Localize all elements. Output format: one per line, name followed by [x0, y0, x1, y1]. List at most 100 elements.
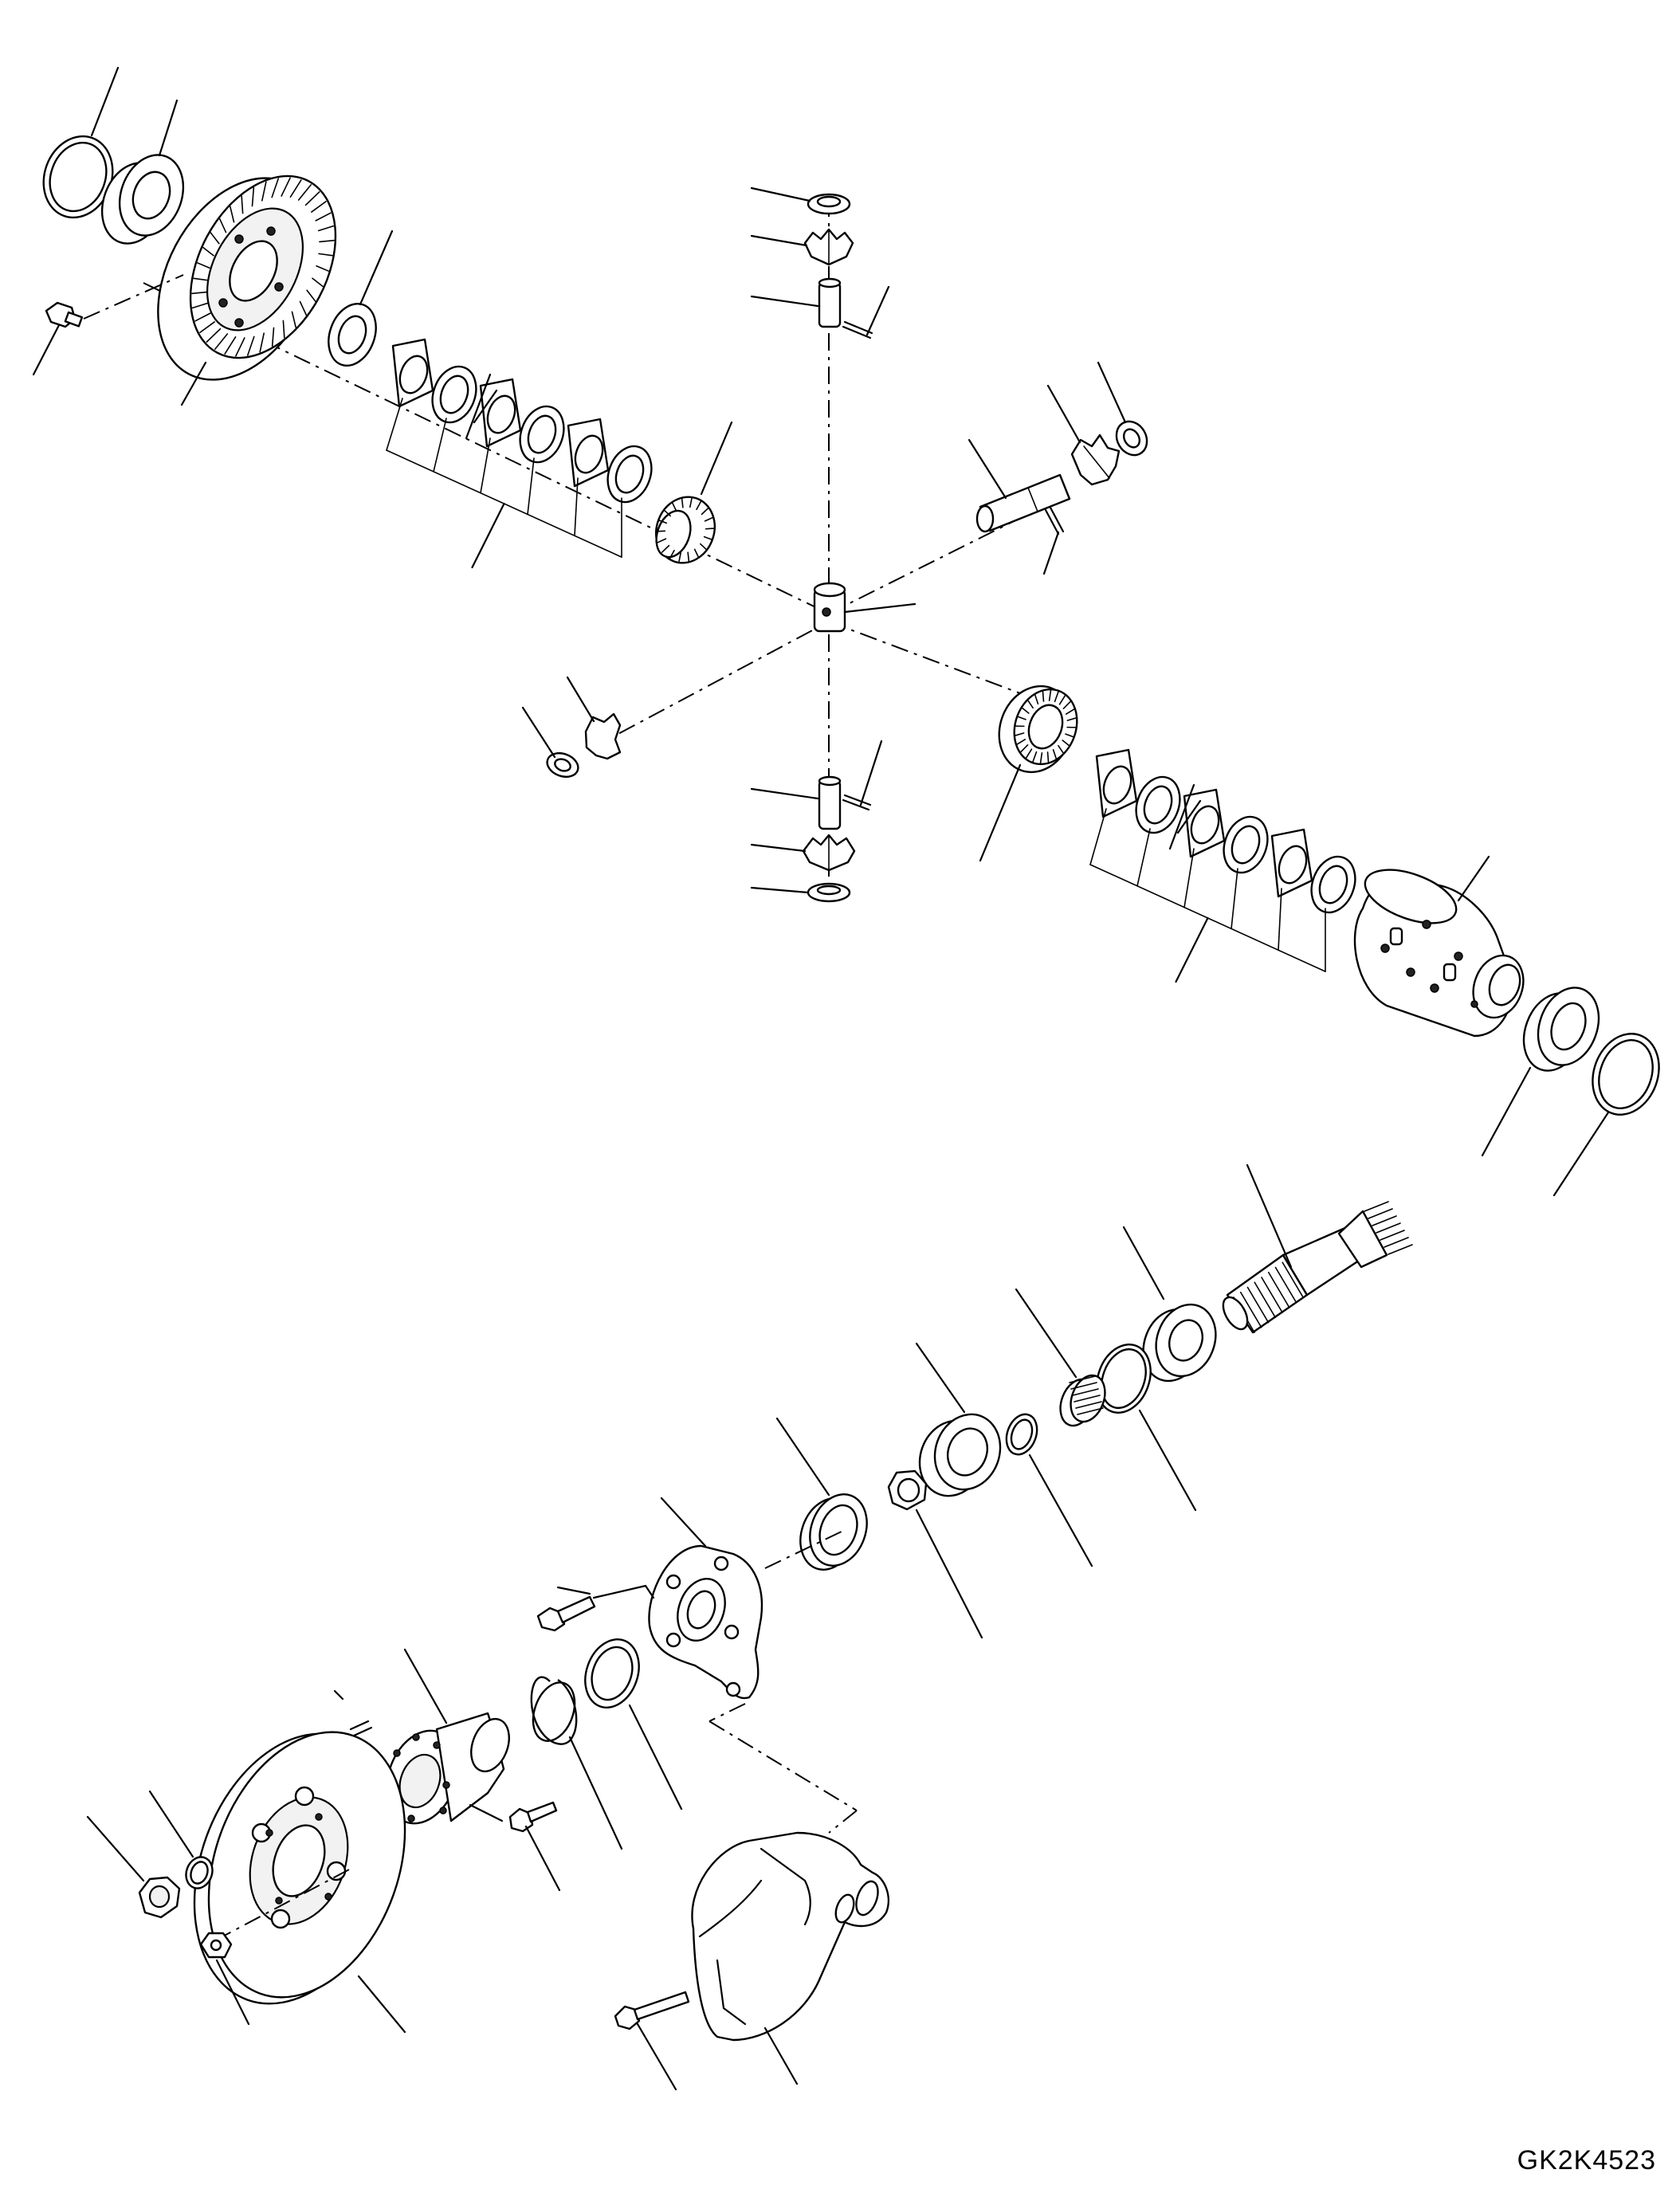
side-gear-tooth [687, 551, 690, 563]
side-gear-tooth [1046, 751, 1050, 764]
drawing-code: GK2K4523 [1517, 2145, 1656, 2175]
pinion-tooth [1364, 1201, 1389, 1212]
clutch-disc-bore [527, 414, 557, 454]
side-gear-tooth [1054, 690, 1060, 703]
ring-gear-tooth [194, 312, 211, 322]
bearing-retainer [648, 1497, 858, 1834]
ring-gear-tooth [206, 328, 222, 343]
pinion-tooth [1388, 1244, 1413, 1255]
right-pinion-gear [1046, 384, 1121, 486]
side-gear-tooth [703, 536, 713, 541]
side-gear-tooth [689, 496, 693, 508]
left-thrust-washer [328, 230, 394, 367]
ring-gear-tooth [317, 225, 335, 232]
right-clutch-pack [1089, 748, 1356, 983]
side-gear-tooth [1062, 700, 1072, 710]
pinion-ball-bearing [1122, 1226, 1217, 1383]
ring-gear-tooth [191, 302, 209, 309]
side-gear-tooth [1062, 740, 1071, 747]
pinion-spacer-ring [1096, 1344, 1197, 1512]
needle-line [1069, 1375, 1096, 1383]
clutch-bracket-tick [1183, 848, 1195, 908]
ring-gear-tooth [312, 277, 324, 288]
side-gear-tooth [700, 543, 708, 551]
side-gear-tooth [1016, 716, 1026, 720]
ring-gear-tooth [202, 246, 214, 257]
right-pinion-shaft [968, 438, 1071, 533]
spline-line [1274, 1266, 1297, 1304]
lower-pinion-gear [750, 834, 856, 872]
side-gear-tooth [1025, 748, 1033, 760]
side-gear-tooth [681, 496, 684, 508]
ring-gear-tooth [218, 218, 227, 233]
side-gear-tooth [657, 519, 668, 524]
side-gear-tooth [1065, 733, 1075, 738]
ring-gear-tooth [281, 177, 291, 197]
side-gear-tooth [1066, 708, 1076, 715]
side-gear-tooth [704, 516, 714, 522]
side-gear-tooth [693, 548, 700, 559]
retainer-shim [584, 1638, 683, 1811]
ring-gear-tooth [271, 178, 280, 198]
retainer-bolt [536, 1584, 655, 1632]
ring-gear-tooth [251, 186, 255, 207]
pinion-tooth [1380, 1230, 1405, 1241]
disc-washer [148, 1790, 214, 1889]
ring-gear-tooth [311, 200, 327, 213]
left-clutch-pack [386, 338, 653, 569]
clutch-bracket-tick [480, 437, 491, 494]
left-pinion-gear [566, 676, 622, 760]
ring-gear-tooth [196, 262, 210, 269]
lower-pinion-washer [750, 882, 851, 903]
left-ball-bearing [100, 99, 185, 245]
pinion-lock-nut [887, 1469, 983, 1639]
spline-line [1239, 1291, 1262, 1328]
clutch-bracket-tick [386, 398, 403, 451]
ring-gear-tooth [315, 212, 332, 222]
ring-gear-tooth [230, 206, 235, 223]
ring-gear-tooth [210, 232, 220, 245]
ring-gear-tooth [199, 321, 215, 334]
ring-gear-tooth [297, 184, 312, 201]
disc-nut [199, 1932, 250, 2026]
upper-pinion-washer [750, 186, 851, 215]
side-gear-tooth [1048, 689, 1052, 701]
left-pinion-washer [521, 706, 579, 779]
clutch-disc-bore [439, 375, 469, 414]
side-gear-tooth [1042, 689, 1045, 702]
ring-gear-bolt [32, 274, 184, 376]
pinion-snap-ring [1005, 1413, 1093, 1567]
ring-gear-tooth [289, 179, 302, 198]
side-gear-tooth [1031, 751, 1038, 763]
right-ball-bearing [1481, 987, 1600, 1157]
input-roller-bearing [915, 1342, 1002, 1497]
upper-pin [842, 285, 890, 339]
side-gear-tooth [1019, 743, 1029, 754]
ring-gear-tooth [235, 337, 245, 357]
brake-disc [193, 1731, 406, 2034]
clutch-spring [465, 373, 498, 440]
side-gear-tooth [657, 538, 667, 543]
flange-bolt [508, 1801, 561, 1892]
side-gear-tooth [1034, 693, 1039, 705]
clutch-plate-bore [1190, 805, 1220, 845]
side-gear-tooth [1026, 699, 1034, 709]
output-flange [386, 1648, 510, 1825]
ring-gear-tooth [214, 333, 229, 350]
cover-bolt [614, 1991, 690, 2091]
side-gear-tooth [1052, 748, 1058, 760]
pinion-tooth [1376, 1222, 1401, 1234]
needle-line [1075, 1401, 1102, 1409]
side-gear-tooth [663, 509, 671, 517]
clutch-plate-bore [1102, 765, 1132, 805]
needle-line [1077, 1407, 1104, 1415]
clutch-bracket-tick [1231, 868, 1238, 930]
right-pinion-washer [1097, 361, 1148, 457]
side-gear-tooth [669, 549, 675, 560]
clutch-leader [1175, 916, 1209, 983]
spline-line [1261, 1277, 1283, 1313]
ring-gear-tooth [224, 336, 237, 355]
needle-line [1072, 1388, 1099, 1396]
clutch-plate-bore [1278, 845, 1308, 885]
